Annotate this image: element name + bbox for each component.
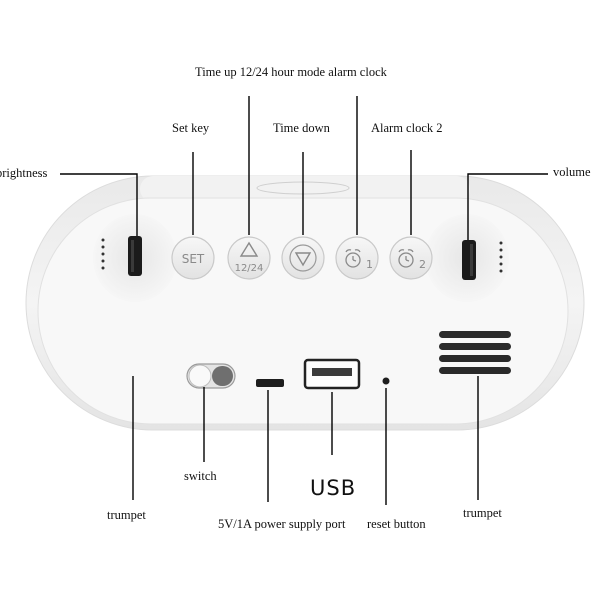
volume-label: volume	[553, 165, 591, 179]
alarm-2-number: 2	[419, 258, 426, 271]
volume-dial	[462, 240, 476, 280]
set-key-label: Set key	[172, 121, 210, 135]
set-button[interactable]: SET	[171, 236, 215, 280]
time-up-button-label: 12/24	[235, 263, 264, 274]
alarm-clock-2-button[interactable]: 2	[389, 236, 433, 280]
speaker-grille	[439, 331, 511, 374]
trumpet-left-label: trumpet	[107, 508, 146, 522]
alarm-clock-1-button[interactable]: 1	[335, 236, 379, 280]
reset-button[interactable]	[382, 377, 390, 385]
time-up-button[interactable]: 12/24	[227, 236, 271, 280]
reset-button-label: reset button	[367, 517, 426, 531]
alarm-clock-icon	[345, 249, 361, 268]
usb-port[interactable]	[303, 358, 361, 390]
time-down-label: Time down	[273, 121, 330, 135]
time-down-button[interactable]	[281, 236, 325, 280]
alarm-1-number: 1	[366, 258, 373, 271]
alarm-clock-2-label: Alarm clock 2	[371, 121, 443, 135]
volume-scale-dots	[499, 241, 503, 273]
triangle-down-icon	[294, 252, 312, 267]
usb-label: USB	[310, 476, 357, 500]
brightness-label: brightness	[0, 166, 48, 180]
trumpet-right-label: trumpet	[463, 506, 502, 520]
set-button-label: SET	[182, 252, 205, 266]
power-port-label: 5V/1A power supply port	[218, 517, 346, 531]
alarm-clock-icon	[398, 249, 414, 268]
brightness-scale-dots	[101, 238, 105, 270]
brightness-dial	[128, 236, 142, 276]
power-switch[interactable]	[186, 363, 236, 389]
switch-label: switch	[184, 469, 217, 483]
power-supply-port[interactable]	[256, 379, 284, 387]
triangle-up-icon	[239, 241, 259, 257]
top-rim	[140, 176, 470, 202]
time-up-label: Time up 12/24 hour mode alarm clock	[195, 65, 387, 79]
